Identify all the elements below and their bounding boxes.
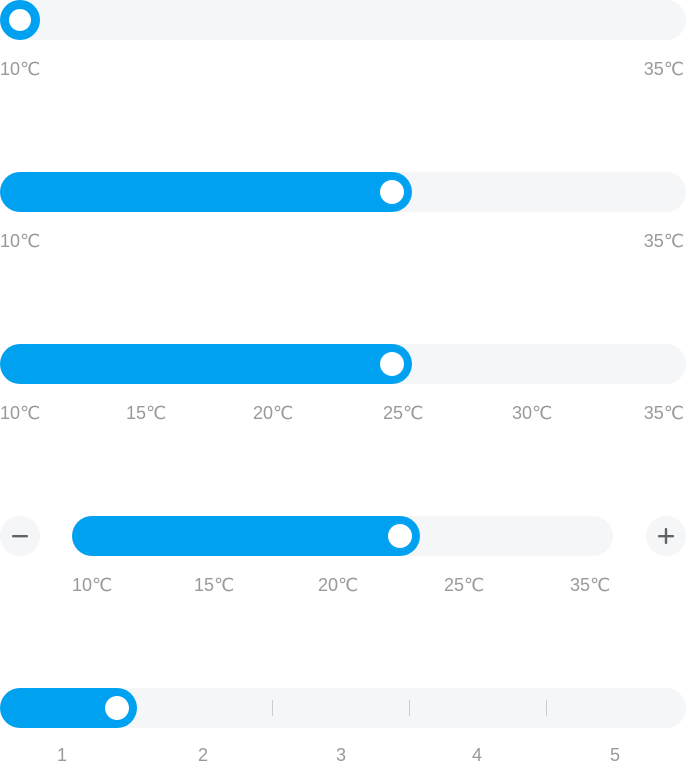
slider-thumb[interactable] [380,352,404,376]
step-label: 5 [610,745,621,765]
slider-mark-label: 35℃ [643,403,684,423]
plus-icon [658,528,674,544]
step-label: 1 [57,745,68,765]
slider-thumb[interactable] [0,0,40,40]
slider-mark-label: 10℃ [0,403,41,423]
slider-mark-label: 35℃ [570,575,611,595]
slider-min-label: 10℃ [0,59,41,79]
minus-icon [12,535,28,538]
step-label: 3 [336,745,347,765]
slider-max-label: 35℃ [643,231,684,251]
slider-mark-label: 25℃ [383,403,424,423]
slider-thumb[interactable] [388,524,412,548]
slider-thumb[interactable] [105,696,129,720]
slider-track[interactable] [0,688,686,728]
step-tick [546,700,547,716]
slider-mark-label: 10℃ [72,575,113,595]
slider-track[interactable] [0,172,686,212]
slider-mark-label: 20℃ [253,403,294,423]
slider-fill [0,344,412,384]
slider-mark-label: 20℃ [318,575,359,595]
increase-button[interactable] [646,516,686,556]
step-label: 2 [198,745,209,765]
slider-mark-label: 15℃ [194,575,235,595]
slider-fill [72,516,420,556]
decrease-button[interactable] [0,516,40,556]
slider-track[interactable] [0,344,686,384]
step-tick [272,700,273,716]
slider-mark-label: 30℃ [512,403,553,423]
slider-fill [0,172,412,212]
step-tick [409,700,410,716]
slider-mark-label: 15℃ [126,403,167,423]
slider-track[interactable] [0,0,686,40]
slider-track[interactable] [72,516,613,556]
slider-thumb[interactable] [380,180,404,204]
slider-max-label: 35℃ [643,59,684,79]
slider-mark-label: 25℃ [444,575,485,595]
step-label: 4 [472,745,483,765]
slider-min-label: 10℃ [0,231,41,251]
